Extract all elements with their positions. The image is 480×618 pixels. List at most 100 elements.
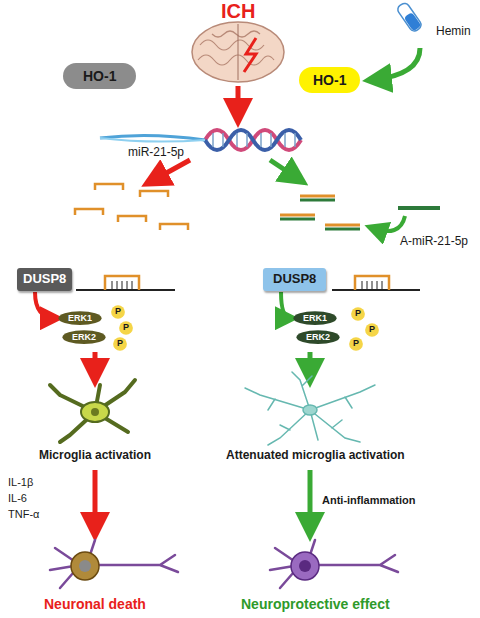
mrna-part-part xyxy=(127,281,128,290)
red-arrow xyxy=(93,470,98,532)
phosphate-circle-fill xyxy=(365,323,379,336)
duplex-part xyxy=(280,218,315,221)
cytokine-label: TNF-α xyxy=(8,508,39,520)
state-label: Microglia activation xyxy=(39,448,151,462)
phosphate-circle-fill xyxy=(119,321,133,334)
dna-part xyxy=(213,133,295,147)
phosphate-circle-fill xyxy=(111,305,125,318)
mrna-part-part xyxy=(132,281,133,290)
microglia-part xyxy=(303,405,317,415)
neuron xyxy=(270,540,398,588)
anti-mir xyxy=(398,206,440,210)
title-label: ICH xyxy=(221,0,255,23)
erk-ellipse: ERK2 xyxy=(62,330,106,344)
neuron xyxy=(50,540,178,588)
outcome-label: Neuroprotective effect xyxy=(241,596,390,612)
cytokine-label: IL-6 xyxy=(8,492,27,504)
mrna-part-part xyxy=(122,281,123,290)
mrna-part xyxy=(362,281,382,290)
erk-ellipse-fill xyxy=(58,311,101,325)
neuron-part xyxy=(299,560,311,572)
protein-pill: HO-1 xyxy=(299,67,360,93)
brain-part xyxy=(198,55,274,65)
red-arrow xyxy=(236,86,241,118)
microglia-part xyxy=(245,372,375,445)
brain-part xyxy=(238,24,239,80)
phosphate-circle: P xyxy=(349,337,363,351)
node-text: DUSP8 xyxy=(23,271,66,286)
erk-ellipse: ERK1 xyxy=(293,311,337,325)
mrna-part xyxy=(112,281,132,290)
tube-part xyxy=(396,1,423,32)
microglia xyxy=(245,372,375,445)
phosphate-circle: P xyxy=(119,321,133,335)
dna-part-part xyxy=(246,133,248,147)
node-text: DUSP8 xyxy=(273,271,316,286)
neuron-part xyxy=(291,552,319,580)
phosphate-circle: P xyxy=(113,337,127,351)
erk-ellipse-fill xyxy=(296,330,339,344)
phosphate-circle: P xyxy=(365,323,379,337)
green-arrow xyxy=(308,470,313,532)
duplex-part xyxy=(325,224,360,227)
brain xyxy=(192,22,284,82)
protein-pill: HO-1 xyxy=(63,63,136,89)
erk-ellipse: ERK1 xyxy=(58,311,102,325)
mirna-part xyxy=(140,191,168,197)
mrna-part xyxy=(105,276,139,290)
dna-part xyxy=(100,138,205,142)
node-text: ERK1 xyxy=(303,313,327,323)
connector-arrow xyxy=(281,292,291,318)
brain-part xyxy=(212,31,260,37)
mrna xyxy=(76,276,420,290)
mirna-label: A-miR-21-5p xyxy=(400,234,468,248)
brain-part xyxy=(244,38,256,72)
node-text: P xyxy=(115,306,121,316)
protein-box: DUSP8 xyxy=(17,268,72,291)
duplex-part xyxy=(280,214,315,217)
microglia-part xyxy=(50,380,135,442)
phosphate-circle-fill xyxy=(349,337,363,350)
cytokine-label: IL-1β xyxy=(8,476,33,488)
mrna-part-part xyxy=(367,281,368,290)
dna-part xyxy=(205,130,301,150)
mrna-part-part xyxy=(362,281,363,290)
node-text: HO-1 xyxy=(313,72,346,88)
node-text: ERK2 xyxy=(306,332,330,342)
red-arrow xyxy=(93,352,98,378)
microglia xyxy=(50,380,135,442)
dna-part-part xyxy=(270,133,272,147)
microglia-part xyxy=(91,408,99,416)
tube xyxy=(396,1,423,32)
green-arrow xyxy=(372,48,420,80)
dna-part-part xyxy=(212,133,214,147)
outcome-label: Neuronal death xyxy=(44,596,146,612)
neuron-part xyxy=(270,540,398,588)
dna-part-part xyxy=(284,133,286,147)
mirna-part xyxy=(75,209,103,215)
protein-box: DUSP8 xyxy=(263,268,326,291)
duplex xyxy=(280,196,360,229)
mrna-part-part xyxy=(372,281,373,290)
connector-arrow xyxy=(35,292,56,318)
dna-part-part xyxy=(236,133,238,147)
node-text: P xyxy=(117,338,123,348)
phosphate-circle-fill xyxy=(113,337,127,350)
duplex-part xyxy=(300,199,335,202)
node-text: P xyxy=(123,322,129,332)
neuron-part xyxy=(79,560,91,572)
phosphate-circle: P xyxy=(111,305,125,319)
node-text: ERK2 xyxy=(72,332,96,342)
drug-label: Hemin xyxy=(436,24,471,38)
dna-part-part xyxy=(222,133,224,147)
phosphate-circle: P xyxy=(351,307,365,321)
duplex-part xyxy=(325,228,360,231)
green-arrow xyxy=(372,216,405,231)
dna-part xyxy=(205,130,301,150)
duplex-part xyxy=(300,195,335,198)
neuron-part xyxy=(71,552,99,580)
node-text: P xyxy=(353,338,359,348)
mirna xyxy=(75,184,188,230)
mirna-label: miR-21-5p xyxy=(128,145,184,159)
